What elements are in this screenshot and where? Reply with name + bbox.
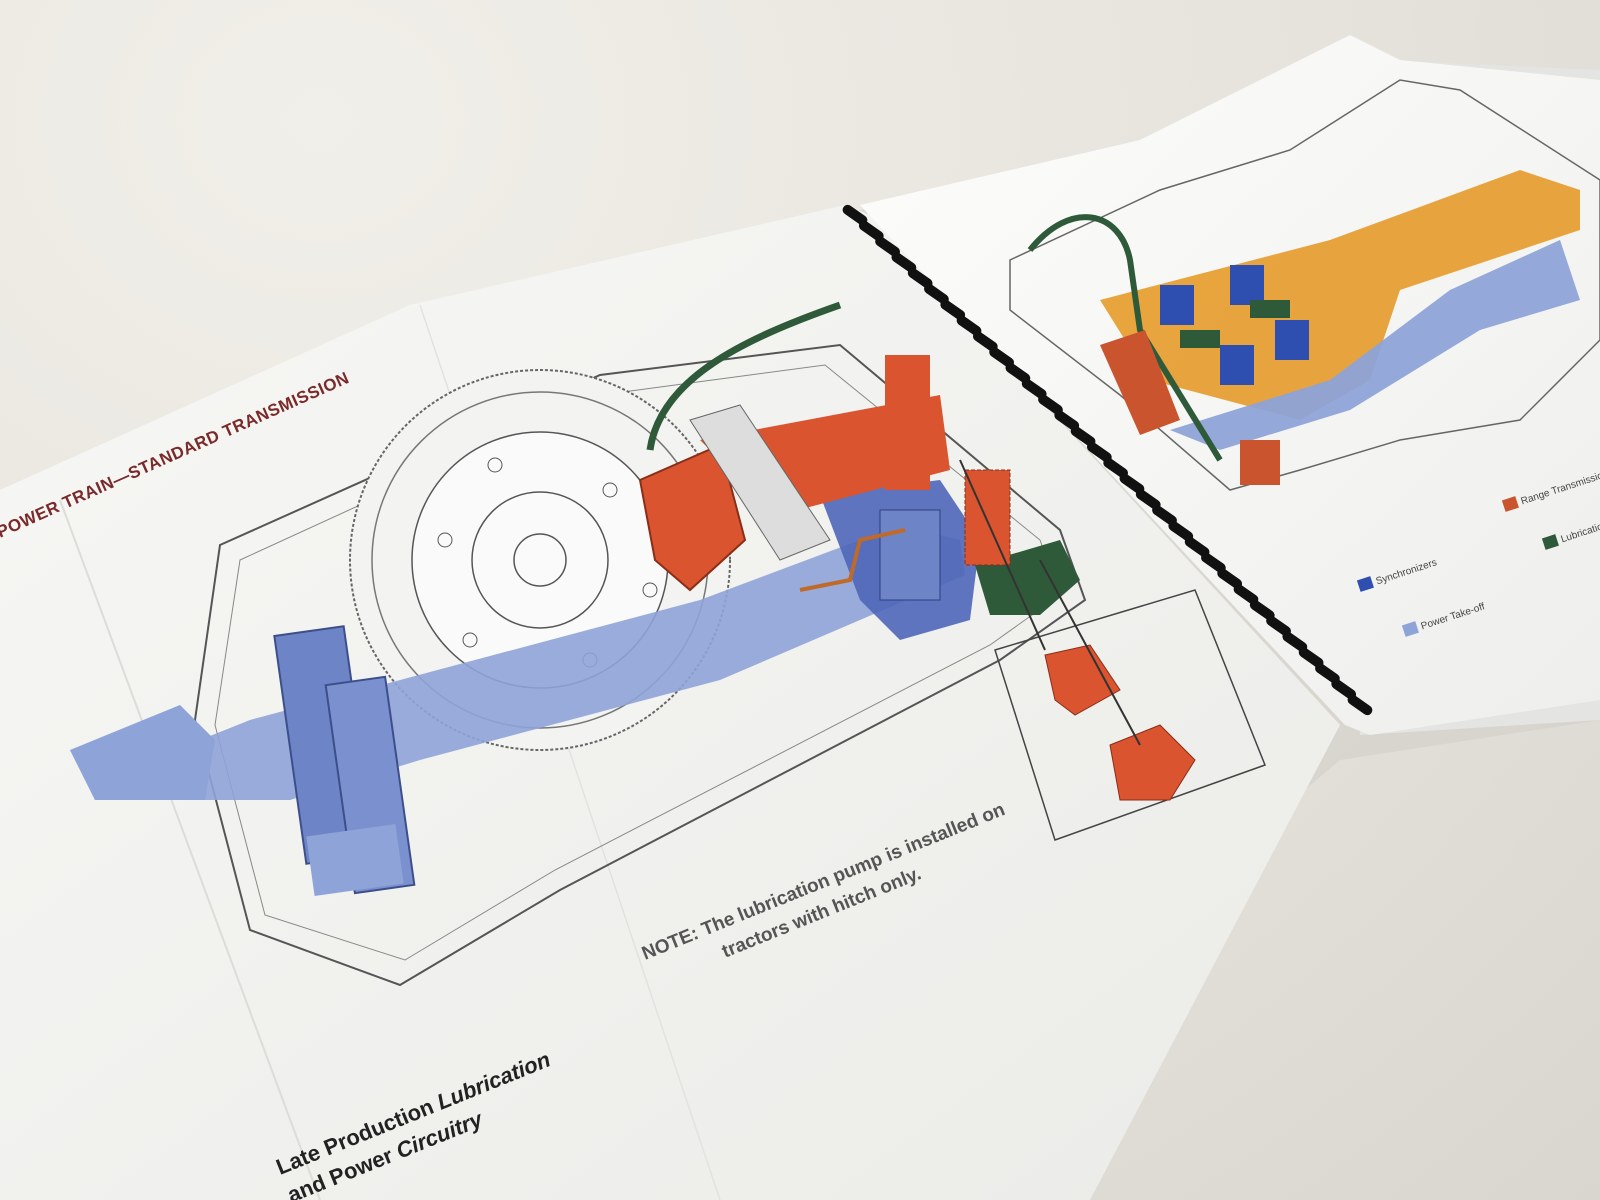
binding-loop <box>1266 615 1291 637</box>
right-range-block <box>1240 440 1280 485</box>
inset-box <box>994 589 1266 841</box>
legend-swatch <box>1541 534 1559 550</box>
binding-loop <box>1152 505 1177 526</box>
pto-lower-shaft <box>306 824 404 896</box>
page-fold-line <box>59 499 321 1200</box>
binding-loop <box>1021 378 1047 400</box>
right-lube-block <box>1180 330 1220 348</box>
binding-loop <box>891 252 917 273</box>
pto-input-arm <box>70 705 215 800</box>
pto-clutch-pack <box>879 509 941 601</box>
right-range-bar <box>1100 330 1180 435</box>
binding-loop <box>1184 536 1210 558</box>
binding-loop <box>1315 663 1340 684</box>
binding-loop <box>1249 599 1275 621</box>
left-page <box>0 205 1340 1200</box>
legend-swatch <box>1356 576 1374 592</box>
housing-outline <box>193 343 1087 987</box>
binding-loop <box>842 204 868 226</box>
right-pto-shaft <box>1170 240 1580 450</box>
spiral-binding <box>842 204 1373 716</box>
binding-loop <box>1347 694 1373 716</box>
lube-line-orange <box>799 528 906 592</box>
binding-loop <box>1298 647 1324 668</box>
binding-loop <box>875 236 900 257</box>
transmission-diagram-left <box>70 301 1266 987</box>
inset-arrow <box>1039 559 1141 746</box>
inset-arrow <box>959 459 1046 651</box>
binding-loop <box>1135 489 1161 510</box>
binding-loop <box>1103 457 1129 479</box>
binding-loop <box>1282 631 1308 652</box>
right-lube-tube <box>1027 214 1223 462</box>
binding-loop <box>907 268 933 289</box>
inset-pump-gears <box>1044 644 1196 801</box>
binding-loop <box>1233 584 1259 605</box>
right-lube-block <box>1250 300 1290 318</box>
binding-loop <box>1070 426 1096 447</box>
pinion-block <box>689 404 831 561</box>
legend-swatch <box>1401 621 1419 637</box>
binding-loop <box>1331 679 1357 700</box>
binding-loop <box>858 220 884 241</box>
binding-loop <box>1054 410 1080 431</box>
synchronizers <box>1160 265 1309 385</box>
legend-swatch <box>1501 496 1519 512</box>
binding-loop <box>1005 362 1031 384</box>
binding-loop <box>956 315 982 336</box>
binding-loop <box>1038 394 1063 415</box>
binding-loop <box>940 299 966 321</box>
binding-loop <box>1119 473 1145 494</box>
binding-loop <box>1086 441 1112 463</box>
binding-loop <box>1201 552 1226 573</box>
range-pinion <box>638 443 747 592</box>
binding-loop <box>972 331 998 352</box>
transmission-diagram-right <box>1009 79 1600 491</box>
binding-loop <box>989 347 1014 368</box>
binding-loop <box>1217 568 1243 589</box>
housing-inner-outline <box>214 364 1061 961</box>
binding-loop <box>924 283 949 305</box>
lube-tube <box>646 301 842 451</box>
binding-loop <box>1168 520 1194 542</box>
range-vertical-plate <box>885 355 930 490</box>
